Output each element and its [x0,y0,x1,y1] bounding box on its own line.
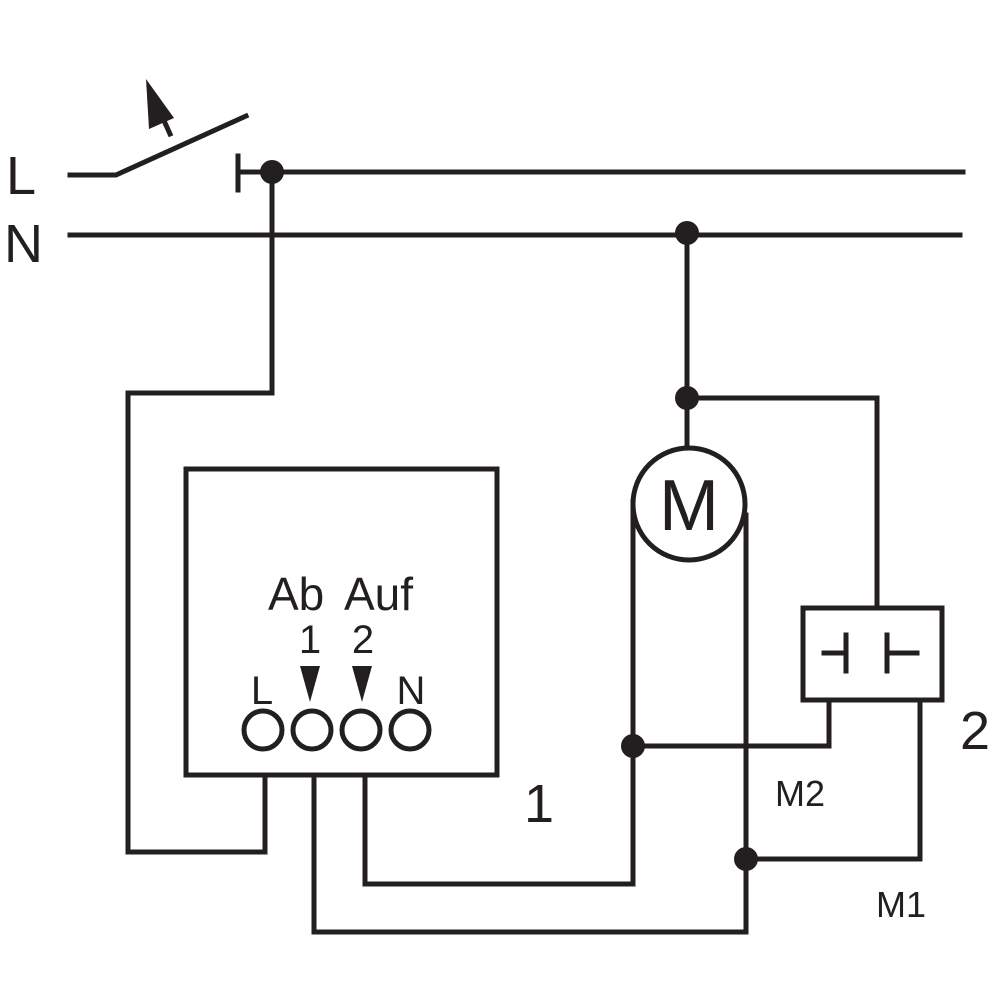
terminal [241,708,285,752]
line-label-l: L [6,146,36,206]
main-switch [67,79,250,193]
motor: M [630,445,748,563]
arrow-down-icon [300,666,320,702]
arrow-down-icon [352,666,372,702]
terminal [339,708,383,752]
wire-n-limit-switch [684,395,880,609]
label-ab: Ab [268,568,324,620]
wire-m2 [630,697,832,749]
actuator: Ab Auf 1 2 L N [183,466,500,778]
terminal-label-n: N [397,669,426,713]
limit-switch [800,605,945,703]
switch-blade [67,112,250,178]
junction-dot [675,386,699,410]
junction-dot [734,847,758,871]
label-m2: M2 [775,773,825,814]
channel-number-1: 1 [299,618,321,662]
label-m1: M1 [876,884,926,925]
terminal-label-l: L [251,669,273,713]
terminal [388,708,432,752]
motor-circle [630,445,748,563]
line-label-n: N [4,214,43,274]
wire-m1 [743,697,923,862]
actuator-number: 1 [524,774,554,834]
terminal [290,708,334,752]
wire-ab-to-motor [311,512,749,935]
channel-number-2: 2 [352,618,374,662]
motor-symbol: M [659,466,719,546]
wire-auf-to-motor [362,499,636,887]
junction-dot [675,221,699,245]
limit-switch-number: 2 [960,701,990,761]
junction-dot [621,734,645,758]
junction-dot [260,160,284,184]
switch-arrow-icon [146,79,174,129]
label-auf: Auf [344,568,413,620]
wire-l-feed [125,169,275,855]
